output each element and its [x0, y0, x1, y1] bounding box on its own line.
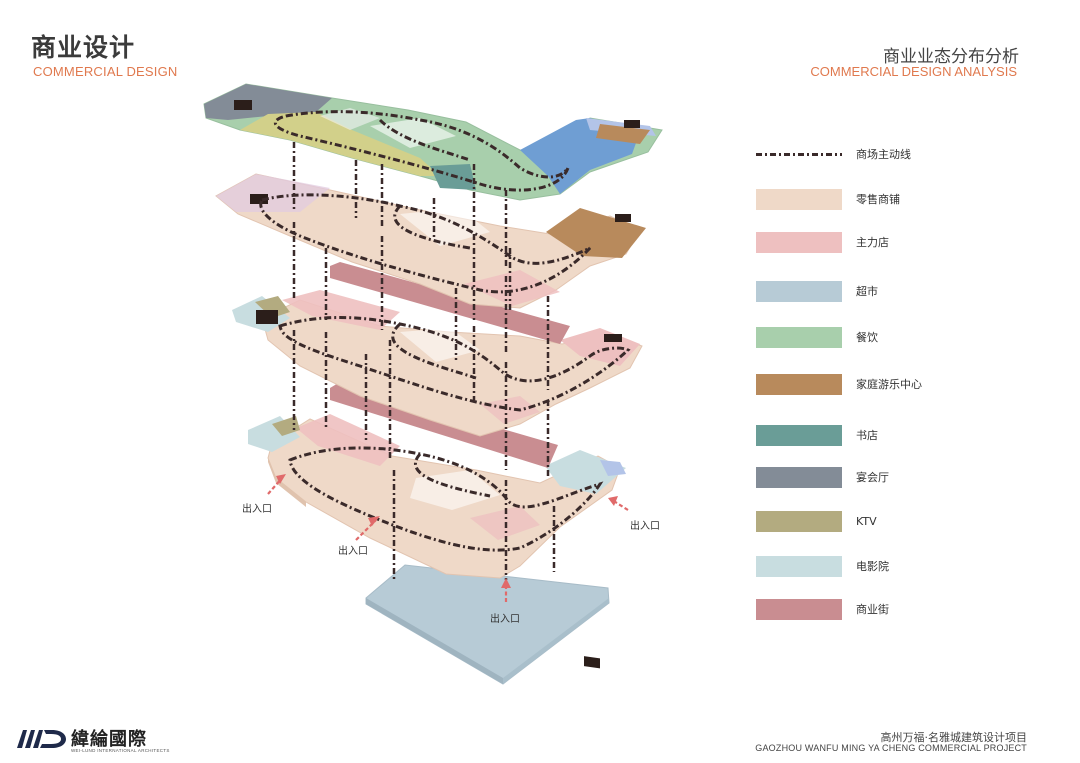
legend-item-banquet-hall: 宴会厅: [756, 466, 889, 488]
entrance-label-left: 出入口: [242, 504, 272, 515]
legend-item-anchor-store: 主力店: [756, 231, 889, 253]
legend-label: 超市: [856, 285, 878, 298]
legend-label: 商业街: [856, 603, 889, 616]
legend-swatch: [756, 280, 842, 302]
entrance-arrowhead-left: [276, 474, 286, 484]
entrance-arrowhead-right: [608, 496, 618, 506]
entrance-label-mid: 出入口: [338, 546, 368, 557]
legend-swatch: [756, 424, 842, 446]
legend-label: 宴会厅: [856, 471, 889, 484]
page-title-en: COMMERCIAL DESIGN: [33, 64, 178, 79]
legend-label: 家庭游乐中心: [856, 378, 922, 391]
legend-swatch: [756, 598, 842, 620]
legend-label: 餐饮: [856, 331, 878, 344]
legend-label: 电影院: [856, 560, 889, 573]
legend-swatch: [756, 231, 842, 253]
legend-label: KTV: [856, 514, 877, 528]
company-name: 緯綸國際: [71, 729, 147, 750]
legend-line-swatch: [756, 152, 842, 156]
company-logo: 緯綸國際 WEI-LUND INTERNATIONAL ARCHITECTS: [16, 723, 176, 755]
legend-swatch: [756, 326, 842, 348]
section-title: 商业业态分布分析: [883, 47, 1019, 67]
legend-label: 书店: [856, 429, 878, 442]
page-title: 商业设计: [31, 33, 136, 62]
floor-3: [215, 173, 646, 309]
legend-item-family-entertainment: 家庭游乐中心: [756, 373, 922, 395]
legend-item-main-circulation: 商场主动线: [756, 143, 911, 165]
entrance-arrowhead-mid: [368, 516, 380, 526]
main-circulation-lines: [259, 110, 631, 552]
legend-swatch: [756, 510, 842, 532]
entrance-arrowhead-bottom: [501, 578, 511, 588]
entrance-label-bottom: 出入口: [490, 614, 520, 625]
legend-swatch: [756, 555, 842, 577]
legend-item-dining: 餐饮: [756, 326, 878, 348]
legend-item-retail: 零售商铺: [756, 188, 900, 210]
legend-item-supermarket: 超市: [756, 280, 878, 302]
legend-item-commercial-street: 商业街: [756, 598, 889, 620]
entrance-label-right: 出入口: [630, 521, 660, 532]
section-title-en: COMMERCIAL DESIGN ANALYSIS: [810, 64, 1017, 79]
project-name: 高州万福·名雅城建筑设计项目: [880, 731, 1028, 744]
legend-label: 零售商铺: [856, 193, 900, 206]
company-name-en: WEI-LUND INTERNATIONAL ARCHITECTS: [71, 748, 170, 753]
legend-item-ktv: KTV: [756, 510, 877, 532]
legend-swatch: [756, 466, 842, 488]
legend-label: 商场主动线: [856, 148, 911, 161]
floor-base-slab: [365, 564, 610, 685]
legend-label: 主力店: [856, 236, 889, 249]
legend-item-bookstore: 书店: [756, 424, 878, 446]
legend-swatch: [756, 188, 842, 210]
logo-mark-icon: [17, 730, 66, 748]
project-name-en: GAOZHOU WANFU MING YA CHENG COMMERCIAL P…: [755, 743, 1027, 753]
legend-swatch: [756, 373, 842, 395]
legend-item-cinema: 电影院: [756, 555, 889, 577]
